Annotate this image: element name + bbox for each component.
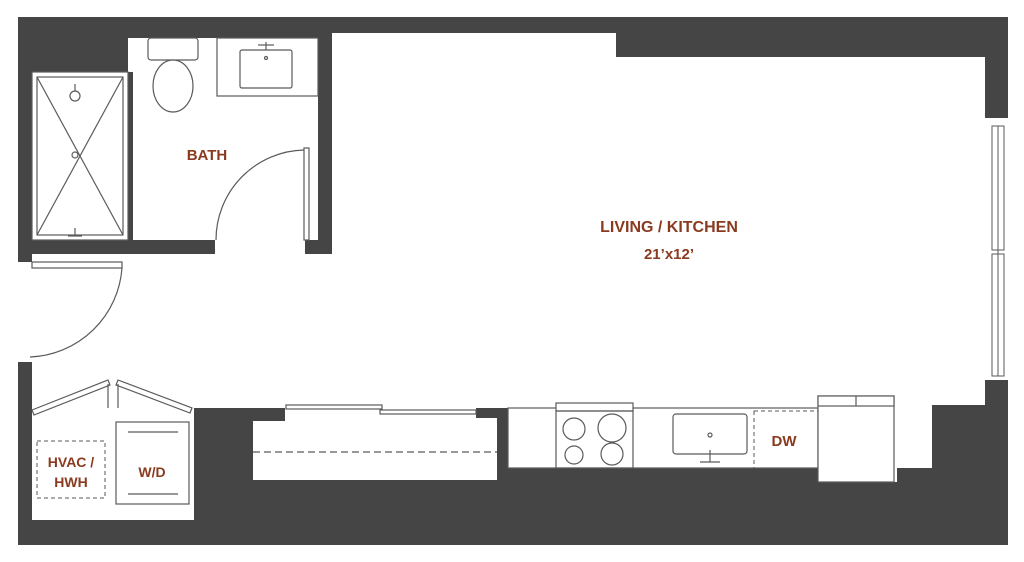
- fridge-icon: [817, 395, 895, 483]
- shower-divider: [128, 72, 133, 240]
- toilet-icon: [147, 37, 199, 113]
- living-kitchen-dimensions: 21’x12’: [644, 246, 694, 263]
- dishwasher-label: DW: [772, 433, 798, 450]
- entry-door-icon: [29, 261, 123, 358]
- counter-left: [253, 404, 497, 453]
- lower-left-wall: [18, 362, 32, 545]
- living-kitchen-label: LIVING / KITCHEN: [600, 219, 738, 236]
- sink-icon: [216, 37, 319, 97]
- hvac-label-line2: HWH: [54, 474, 87, 490]
- floor-area: [18, 33, 1008, 520]
- bath-label: BATH: [187, 147, 228, 164]
- bath-right-wall: [318, 33, 332, 254]
- window-icon: [991, 125, 1005, 377]
- bath-bottom-wall-right: [305, 240, 332, 254]
- closet-doors-icon: [31, 379, 193, 416]
- range-icon: [555, 402, 634, 469]
- kitchen-sink-icon: [672, 413, 748, 463]
- door-swing-icon: [215, 147, 310, 241]
- bath-bottom-wall: [18, 240, 215, 254]
- washer-dryer-icon: [115, 421, 190, 505]
- shower-top-wall: [18, 58, 128, 72]
- washer-dryer-label: W/D: [138, 464, 165, 480]
- shower-icon: [31, 71, 129, 241]
- hvac-label-line1: HVAC /: [48, 454, 95, 470]
